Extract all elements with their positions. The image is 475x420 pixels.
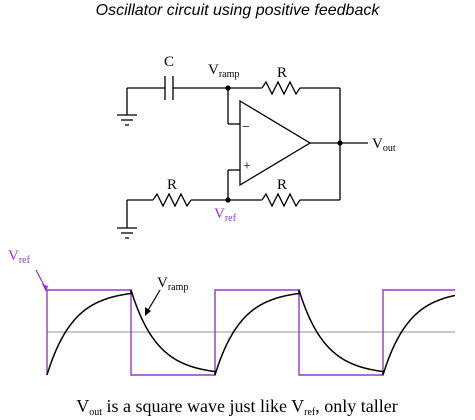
junction-vref (225, 197, 231, 203)
ground-symbol-bottom (117, 200, 137, 239)
resistor-divider-right (261, 192, 301, 208)
junction-vramp (225, 85, 231, 91)
circuit-schematic (117, 76, 368, 239)
opamp-inverting-sign: − (242, 120, 250, 135)
ground-symbol-top (117, 88, 137, 126)
waveform-plot (35, 269, 456, 376)
resistor-label-right: R (277, 177, 287, 193)
vout-circuit-label: Vout (372, 136, 396, 154)
resistor-feedback-top (261, 80, 301, 96)
opamp-body (239, 99, 312, 187)
vout-square-wave (46, 289, 455, 376)
resistor-label-left: R (167, 177, 177, 193)
vramp-arrowhead (145, 307, 151, 316)
vramp-exponential-wave (46, 289, 456, 376)
capacitor (164, 76, 174, 100)
opamp-noninverting-sign: + (243, 159, 251, 174)
junction-vout (337, 140, 343, 146)
vref-waveform-label: Vref (8, 248, 31, 266)
resistor-divider-left (152, 192, 192, 208)
figure-title: Oscillator circuit using positive feedba… (95, 2, 380, 19)
vramp-pointer-line (146, 289, 161, 313)
resistor-label-top: R (277, 65, 287, 81)
capacitor-label: C (164, 54, 174, 70)
vramp-circuit-label: Vramp (208, 62, 239, 80)
figure-caption: Vout is a square wave just like Vref, on… (76, 396, 398, 418)
vramp-waveform-label: Vramp (157, 275, 188, 293)
vref-arrowhead (42, 284, 48, 292)
vref-circuit-label: Vref (214, 206, 237, 224)
